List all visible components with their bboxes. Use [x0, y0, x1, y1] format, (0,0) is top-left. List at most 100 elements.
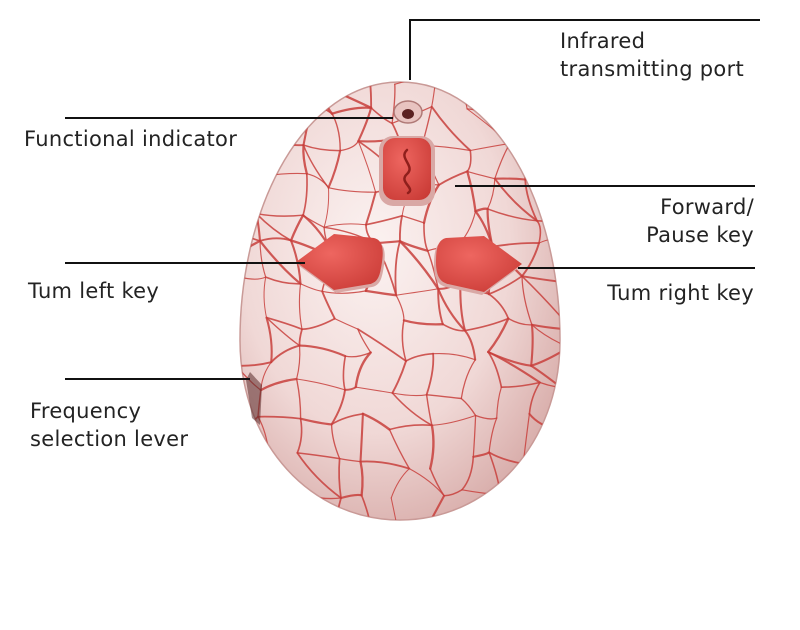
crack-line [401, 319, 407, 362]
crack-line [265, 316, 273, 364]
crack-line [437, 287, 467, 332]
turn-left-button[interactable] [296, 234, 385, 293]
crack-line [334, 318, 359, 330]
crack-line [364, 289, 398, 297]
crack-line [527, 82, 535, 110]
crack-line [338, 457, 342, 499]
crack-line [391, 83, 396, 124]
crack-line [568, 329, 572, 347]
label-turn-right: Tum right key [607, 281, 754, 305]
crack-line [500, 381, 541, 388]
crack-line [423, 222, 429, 252]
crack-line [240, 82, 247, 124]
crack-line [330, 423, 341, 460]
crack-line [322, 82, 371, 88]
crack-line [235, 72, 259, 79]
forward-pause-button[interactable] [379, 136, 435, 206]
crack-line [240, 485, 265, 492]
crack-line [441, 323, 466, 332]
crack-line [460, 397, 477, 417]
crack-line [323, 187, 330, 228]
label-turn-left: Tum left key [28, 279, 160, 303]
wave-icon [403, 148, 412, 195]
crack-line [556, 223, 560, 242]
crack-line [487, 178, 496, 210]
label-frequency-lever: Frequency selection lever [30, 397, 188, 453]
crack-line [437, 287, 444, 326]
crack-line [487, 351, 503, 389]
crack-line [527, 108, 556, 123]
crack-line [425, 394, 463, 400]
crack-line [365, 214, 403, 226]
crack-line [391, 392, 428, 397]
crack-line [330, 388, 346, 426]
crack-line [289, 518, 333, 520]
crack-line [321, 290, 336, 320]
crack-line [301, 317, 336, 331]
turn-right-button[interactable] [434, 236, 522, 295]
crack-line [520, 490, 525, 520]
crack-line [530, 323, 560, 331]
crack-line [364, 191, 377, 226]
crack-line [296, 345, 301, 380]
crack-line [554, 82, 558, 123]
crack-line [357, 328, 372, 354]
crack-line [302, 143, 308, 175]
crack-line [339, 493, 363, 500]
crack-line [355, 386, 393, 394]
crack-line [496, 386, 502, 419]
crack-line [567, 469, 573, 499]
crack-line [259, 237, 292, 242]
crack-line [398, 518, 433, 520]
crack-line [388, 428, 410, 470]
crack-line [357, 140, 377, 193]
crack-line [401, 215, 425, 224]
crack-line [475, 522, 493, 524]
crack-line [229, 227, 231, 259]
crack-line [264, 276, 302, 285]
crack-line [488, 275, 523, 295]
crack-line [255, 174, 264, 215]
crack-line [509, 142, 532, 149]
crack-line [298, 328, 303, 347]
crack-line [242, 425, 246, 449]
leader-infrared [409, 19, 760, 80]
label-forward-pause: Forward/ Pause key [646, 193, 754, 249]
crack-line [388, 424, 433, 431]
crack-line [524, 146, 532, 181]
crack-line [394, 240, 401, 297]
crack-line [357, 106, 373, 143]
crack-line [327, 149, 342, 189]
crack-line [555, 239, 560, 283]
crack-line [499, 490, 524, 496]
crack-line [357, 328, 407, 362]
crack-line [327, 187, 377, 193]
crack-line [555, 386, 560, 431]
crack-line [398, 240, 440, 290]
crack-line [258, 239, 302, 285]
crack-line [373, 536, 399, 539]
crack-line [240, 381, 246, 427]
label-forward-line2: Pause key [646, 223, 754, 247]
crack-line [359, 460, 364, 497]
crack-line [488, 293, 510, 320]
crack-line [402, 319, 444, 326]
crack-line [522, 462, 560, 471]
arrow-right-icon [436, 236, 522, 292]
crack-line [507, 317, 533, 326]
crack-line [391, 360, 407, 394]
label-frequency-line2: selection lever [30, 427, 189, 451]
crack-line [298, 283, 303, 330]
frequency-lever[interactable] [246, 372, 262, 425]
crack-line [262, 452, 270, 487]
crack-line [296, 417, 303, 454]
crack-line [296, 378, 346, 391]
crack-line [431, 518, 476, 520]
crack-line [299, 417, 333, 426]
crack-line [306, 173, 330, 189]
crack-line [261, 140, 269, 177]
crack-line [259, 72, 300, 78]
crack-line [425, 352, 435, 396]
crack-line [240, 212, 258, 228]
